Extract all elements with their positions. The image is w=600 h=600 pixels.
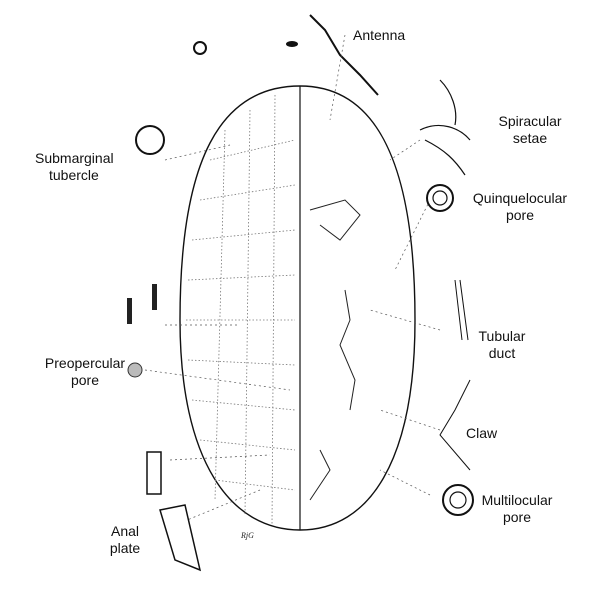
label-spiracular-setae: Spiracular setae (498, 113, 562, 146)
small-pore-2-icon (286, 41, 298, 47)
quinquelocular-pore-icon (426, 184, 454, 212)
label-anal-plate: Anal plate (109, 523, 141, 556)
tubular-duct-drawing (454, 279, 469, 341)
seta-2-icon (152, 284, 157, 310)
legs (309, 199, 361, 501)
label-quinquelocular-pore: Quinquelocular pore (472, 190, 568, 223)
small-pore-icon (193, 41, 207, 55)
artist-initials: RjG (241, 531, 254, 540)
submarginal-tubercle-icon (135, 125, 165, 155)
label-preopercular-pore: Preopercular pore (44, 355, 126, 388)
label-submarginal-tubercle: Submarginal tubercle (35, 150, 114, 183)
leader-lines (144, 34, 441, 526)
body-outline (179, 85, 416, 531)
spiracular-setae-drawing (419, 79, 471, 176)
preopercular-pore-icon (127, 362, 143, 378)
anal-plate-icon (159, 504, 202, 572)
claw-drawing (439, 379, 471, 471)
dorsal-cell-pattern (186, 94, 296, 526)
label-multilocular-pore: Multilocular pore (481, 492, 553, 525)
label-tubular-duct: Tubular duct (478, 328, 526, 361)
antenna-drawing (309, 14, 379, 96)
label-claw: Claw (466, 425, 498, 441)
multilocular-pore-icon (442, 484, 474, 516)
tubular-duct-section-icon (146, 451, 162, 495)
seta-1-icon (127, 298, 132, 324)
label-antenna: Antenna (353, 27, 406, 43)
